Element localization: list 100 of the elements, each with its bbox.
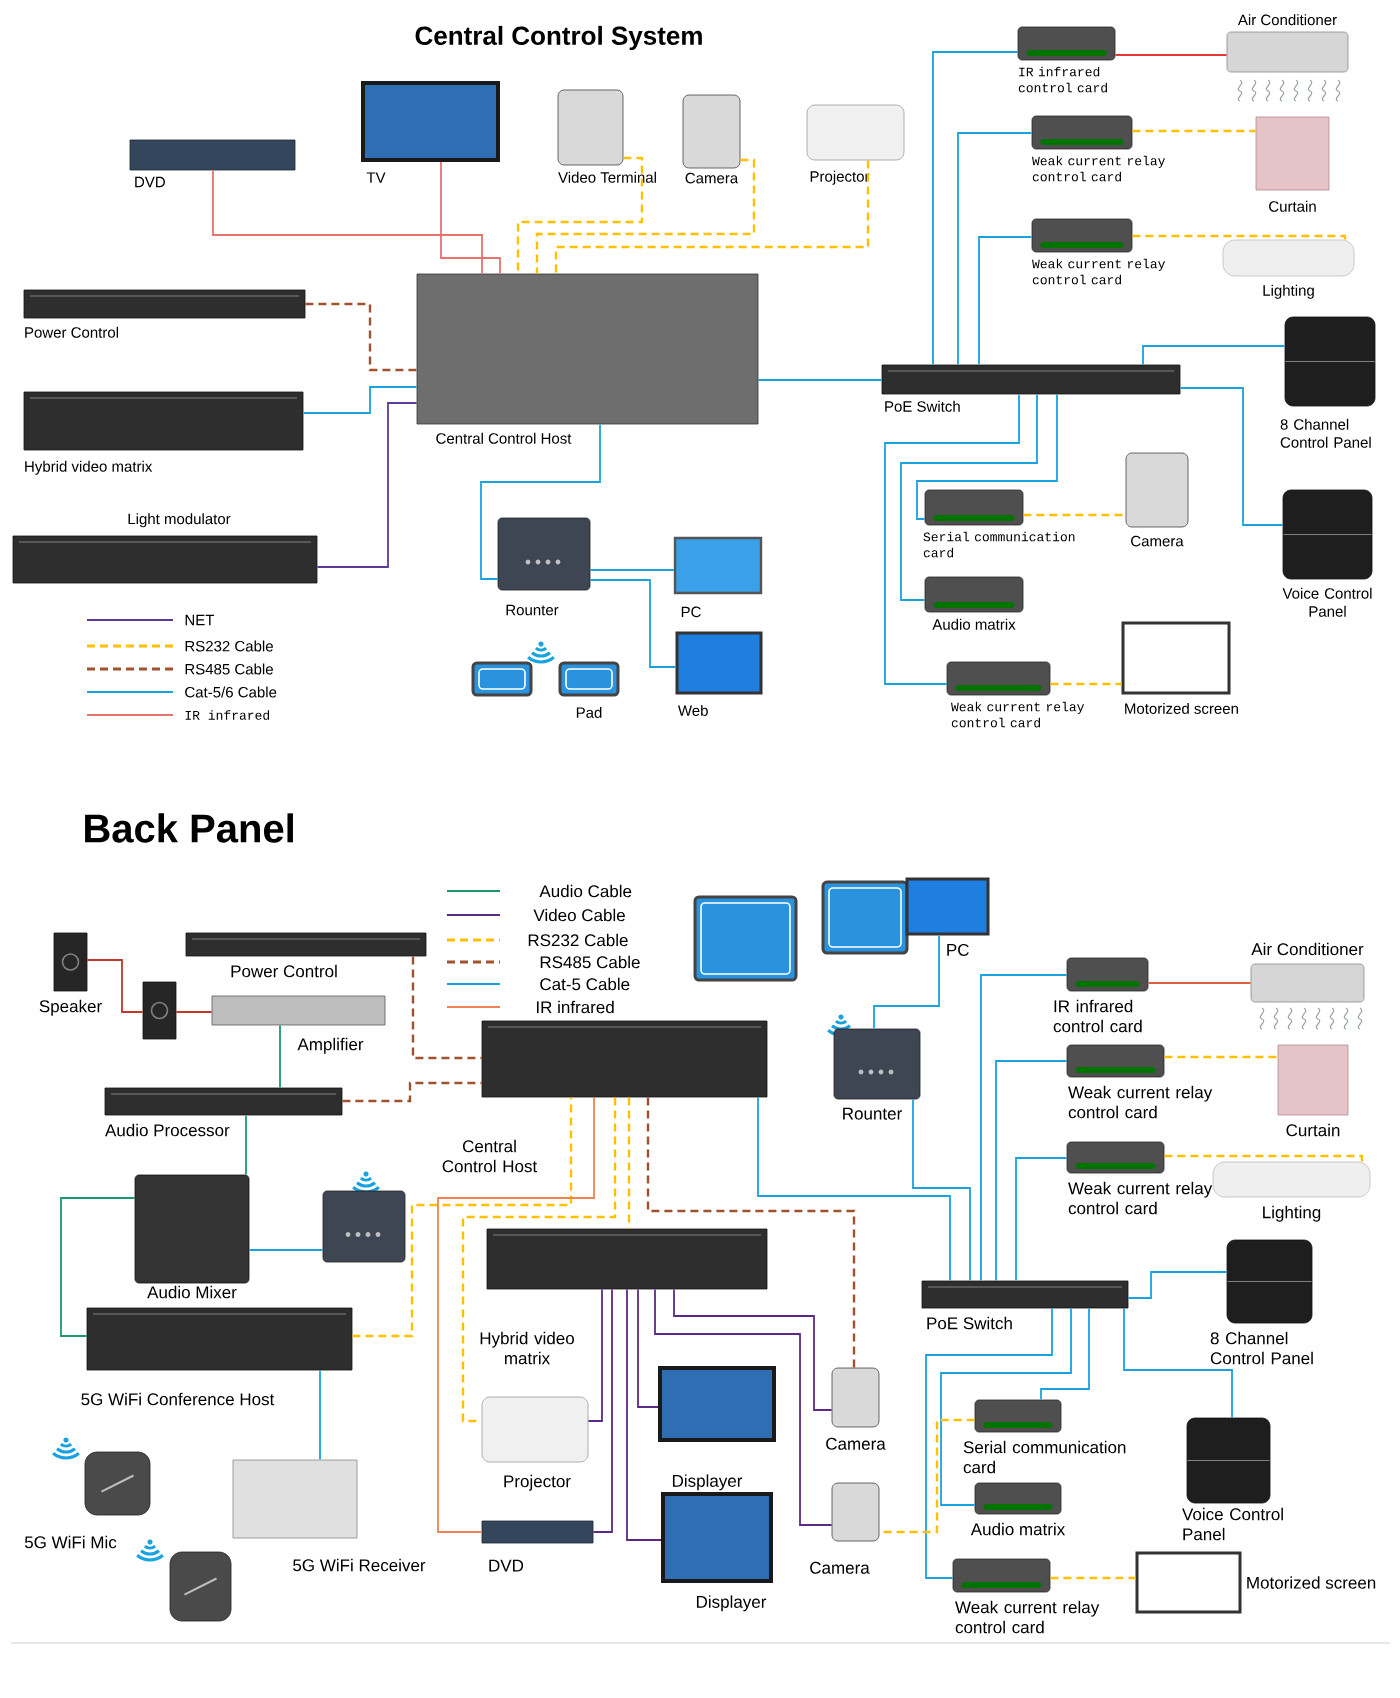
control-panel: 8 Channel Control Panel: [1280, 316, 1376, 448]
node-label: Weak current relay control card: [951, 701, 1085, 728]
node-label: Projector: [504, 1474, 571, 1491]
node-label: 5G WiFi Conference Host: [81, 1392, 275, 1406]
control-card: Weak current relay control card: [1031, 218, 1166, 285]
curtain: Curtain: [1277, 1044, 1349, 1137]
projector: Projector: [806, 104, 905, 185]
node-label: Curtain: [1269, 200, 1316, 212]
router: Rounter: [833, 1028, 921, 1120]
cable-line: [884, 393, 1020, 685]
cable-line: [342, 1081, 482, 1103]
cable-line: [637, 1288, 659, 1408]
air-conditioner: Air Conditioner: [1250, 942, 1365, 1003]
cable-line: [654, 1288, 833, 1526]
laptop: PC: [673, 536, 763, 618]
node-label: Weak current relay control card: [1032, 258, 1166, 285]
node-label: Hybrid video matrix: [25, 460, 153, 475]
node-label: Camera: [810, 1561, 870, 1574]
cable-line: [411, 956, 482, 1060]
tablet: [471, 661, 533, 697]
node-label: Lighting: [1263, 1205, 1321, 1222]
cable-line: [627, 1097, 631, 1229]
node-label: Displayer: [696, 1595, 767, 1612]
air-conditioner: Air Conditioner: [1226, 14, 1349, 73]
node-label: Lighting: [1263, 284, 1314, 299]
node-label: Weak current relay control card: [955, 1600, 1100, 1634]
control-card: IR infrared control card: [1017, 26, 1116, 93]
legend-label: RS232 Cable: [185, 640, 273, 652]
cable-line: [626, 1288, 662, 1541]
node-label: Voice Control Panel: [1182, 1507, 1283, 1541]
control-card: IR infrared control card: [1053, 957, 1149, 1033]
control-panel: Voice Control Panel: [1182, 1417, 1283, 1541]
rack-device: Central Control Host: [442, 1020, 768, 1173]
cable-line: [212, 169, 483, 275]
node-label: Hybrid video matrix: [480, 1331, 574, 1365]
cable-line: [673, 1288, 833, 1411]
node-label: Camera: [685, 172, 739, 184]
node-label: 5G WiFi Receiver: [293, 1558, 426, 1572]
node-label: Voice Control Panel: [1282, 587, 1372, 617]
control-card: Serial communication card: [923, 489, 1075, 558]
cable-line: [589, 569, 675, 571]
speaker: Speaker: [39, 932, 102, 1016]
microphone: [169, 1551, 232, 1622]
node-label: Audio Mixer: [147, 1285, 237, 1299]
legend-label: Cat-5 Cable: [540, 977, 630, 991]
rack-device: PoE Switch: [881, 364, 1181, 412]
display-screen: Displayer: [661, 1492, 773, 1612]
cable-line: [1164, 1154, 1364, 1162]
node-label: Serial communication card: [963, 1440, 1126, 1474]
node-label: 8 Channel Control Panel: [1210, 1331, 1313, 1365]
node-label: IR infrared control card: [1053, 999, 1142, 1033]
node-label: Weak current relay control card: [1068, 1181, 1213, 1215]
node-label: Web: [677, 704, 708, 716]
node-label: 5G WiFi Mic: [24, 1535, 117, 1549]
cable-line: [1114, 54, 1228, 56]
light-bulbs: Lighting: [1222, 239, 1355, 299]
legend-label: IR infrared: [536, 1000, 614, 1014]
control-card: Audio matrix: [924, 576, 1024, 630]
cable-line: [916, 393, 1058, 520]
node-label: Video Terminal: [558, 171, 656, 183]
node-label: PoE Switch: [885, 400, 960, 412]
cable-line: [1127, 1271, 1228, 1299]
node-label: PC: [947, 943, 969, 956]
cable-line: [980, 974, 1068, 1282]
node-label: PoE Switch: [927, 1316, 1012, 1330]
cable-line: [305, 302, 417, 372]
control-panel: 8 Channel Control Panel: [1210, 1239, 1313, 1365]
projection-screen: Motorized screen: [1135, 1551, 1376, 1614]
camera: Video Terminal: [557, 89, 656, 183]
amplifier: Amplifier: [211, 995, 386, 1054]
tablet: [693, 895, 798, 982]
node-label: TV: [366, 172, 386, 183]
cable-line: [995, 1060, 1068, 1282]
cable-line: [873, 934, 940, 1030]
node-label: Rounter: [843, 1107, 902, 1120]
node-label: Rounter: [506, 604, 559, 616]
cable-line: [1132, 129, 1256, 133]
legend-label: IR infrared: [185, 710, 270, 720]
cable-line: [587, 1288, 603, 1422]
cable-line: [589, 579, 677, 668]
node-label: Camera: [1131, 535, 1184, 547]
camera: Camera: [810, 1482, 880, 1574]
cable-line: [461, 1097, 617, 1423]
node-label: DVD: [135, 176, 165, 188]
cable-line: [245, 1114, 247, 1176]
rack-device: Light modulator: [12, 513, 318, 584]
node-label: DVD: [489, 1559, 524, 1572]
cable-line: [1142, 345, 1286, 366]
cable-line: [302, 386, 418, 414]
diagram-title: Central Control System: [415, 25, 702, 51]
node-label: Pad: [576, 706, 602, 718]
cable-line: [978, 236, 1033, 366]
node-label: Air Conditioner: [1251, 942, 1364, 956]
control-card: Weak current relay control card: [946, 661, 1085, 728]
node-label: Speaker: [39, 999, 102, 1016]
node-label: Audio matrix: [932, 618, 1016, 630]
node-label: Weak current relay control card: [1032, 155, 1166, 182]
camera: Camera: [682, 94, 741, 184]
legend-label: Cat-5/6 Cable: [185, 686, 277, 698]
cable-line: [1164, 1055, 1278, 1059]
